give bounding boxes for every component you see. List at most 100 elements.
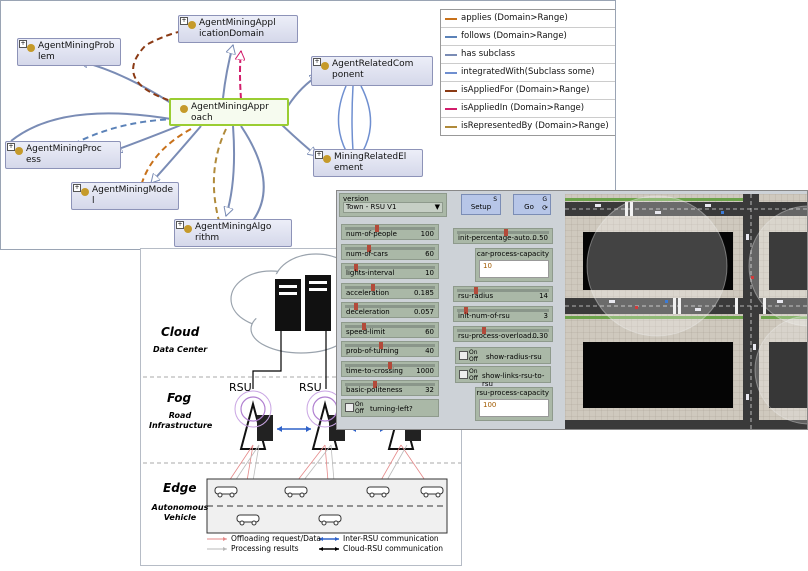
edge-approach-process [113, 124, 182, 151]
legend-cloud-rsu: Cloud-RSU communication [343, 544, 443, 553]
slider-thumb[interactable] [504, 229, 508, 236]
show-radius-rsu-switch[interactable]: On Off show-radius-rsu [455, 347, 551, 364]
town-map [565, 194, 807, 429]
edge-approach-element [280, 123, 317, 157]
slider-thumb[interactable] [474, 287, 478, 294]
legend-swatch [445, 108, 457, 110]
car-icon [318, 514, 342, 526]
show-links-rsu-switch[interactable]: On Off show-links-rsu-to-rsu [455, 366, 551, 388]
slider-init-percentage-auto[interactable]: init-percentage-auto...0.50 [453, 228, 553, 244]
layer-title-edge: Edge [163, 481, 197, 495]
slider-thumb[interactable] [362, 322, 366, 330]
slider-thumb[interactable] [371, 283, 375, 291]
edge-applies [140, 128, 192, 187]
legend-swatch [445, 54, 457, 56]
layer-subtitle-fog: Road Infrastructure [149, 411, 213, 430]
edge-follows [60, 118, 177, 152]
edge-represented [212, 128, 227, 222]
edge-approach-appdomain [222, 45, 233, 99]
legend-swatch [445, 72, 457, 74]
car-icon [214, 486, 238, 498]
setup-button[interactable]: S Setup [461, 194, 501, 215]
layer-subtitle-edge: Autonomous Vehicle [151, 503, 209, 522]
edge-integrated-3 [351, 85, 354, 152]
legend-row: isAppliedFor (Domain>Range) [441, 82, 615, 100]
edge-curve-2 [10, 112, 172, 142]
switch-toggle[interactable] [459, 370, 468, 379]
edge-approach-algorithm [226, 125, 236, 216]
slider-thumb[interactable] [482, 327, 486, 334]
expand-icon[interactable]: + [180, 17, 188, 25]
rsu-process-capacity-input[interactable]: rsu-process-capacity 100 [475, 387, 553, 421]
layer-title-fog: Fog [167, 391, 192, 405]
slider-thumb[interactable] [373, 381, 377, 388]
turning-left-switch[interactable]: On Off turning-left? [341, 399, 439, 417]
legend-swatch [445, 18, 457, 20]
expand-icon[interactable]: + [315, 151, 323, 159]
class-icon [188, 21, 196, 29]
slider-thumb[interactable] [379, 342, 383, 349]
class-icon [27, 44, 35, 52]
class-icon [323, 155, 331, 163]
switch-toggle[interactable] [459, 351, 468, 360]
dropdown-arrow-icon: ▼ [434, 203, 440, 211]
slider-thumb[interactable] [367, 244, 371, 252]
go-button[interactable]: G Go ⟳ [513, 194, 551, 215]
expand-icon[interactable]: + [73, 184, 81, 192]
legend-offloading: Offloading request/Data [231, 534, 322, 543]
slider-rsu-process-overload[interactable]: rsu-process-overload...0.30 [453, 326, 553, 342]
edge-integrated-1 [337, 85, 347, 152]
netlogo-simulation-panel: version Town - RSU V1 ▼ S Setup G Go ⟳ n… [336, 190, 808, 430]
forever-icon: ⟳ [542, 204, 548, 212]
car-icon [284, 486, 308, 498]
slider-thumb[interactable] [464, 307, 468, 314]
expand-icon[interactable]: + [19, 40, 27, 48]
switch-toggle[interactable] [345, 403, 354, 412]
ontology-legend: applies (Domain>Range) follows (Domain>R… [440, 9, 615, 136]
legend-row: applies (Domain>Range) [441, 10, 615, 28]
car-process-capacity-input[interactable]: car-process-capacity 10 [475, 248, 553, 282]
slider-thumb[interactable] [375, 225, 379, 232]
rsu-tower-icon [234, 390, 273, 450]
class-icon [184, 225, 192, 233]
expand-icon[interactable]: + [7, 143, 15, 151]
edge-integrated-2 [360, 85, 372, 152]
class-icon [180, 105, 188, 113]
simulation-world-view[interactable] [565, 194, 807, 429]
expand-icon[interactable]: + [176, 221, 184, 229]
expand-icon[interactable]: + [313, 58, 321, 66]
car-icon [236, 514, 260, 526]
slider-thumb[interactable] [354, 303, 358, 310]
layer-subtitle-cloud: Data Center [153, 345, 208, 354]
slider-thumb[interactable] [354, 264, 358, 271]
server-icon [275, 275, 331, 331]
car-icon [420, 486, 444, 498]
legend-swatch [445, 90, 457, 92]
edge-approach-model [150, 125, 202, 183]
legend-swatch [445, 126, 457, 128]
legend-processing: Processing results [231, 544, 299, 553]
version-chooser[interactable]: version Town - RSU V1 ▼ [339, 193, 447, 217]
slider-thumb[interactable] [388, 361, 392, 369]
car-icon [366, 486, 390, 498]
